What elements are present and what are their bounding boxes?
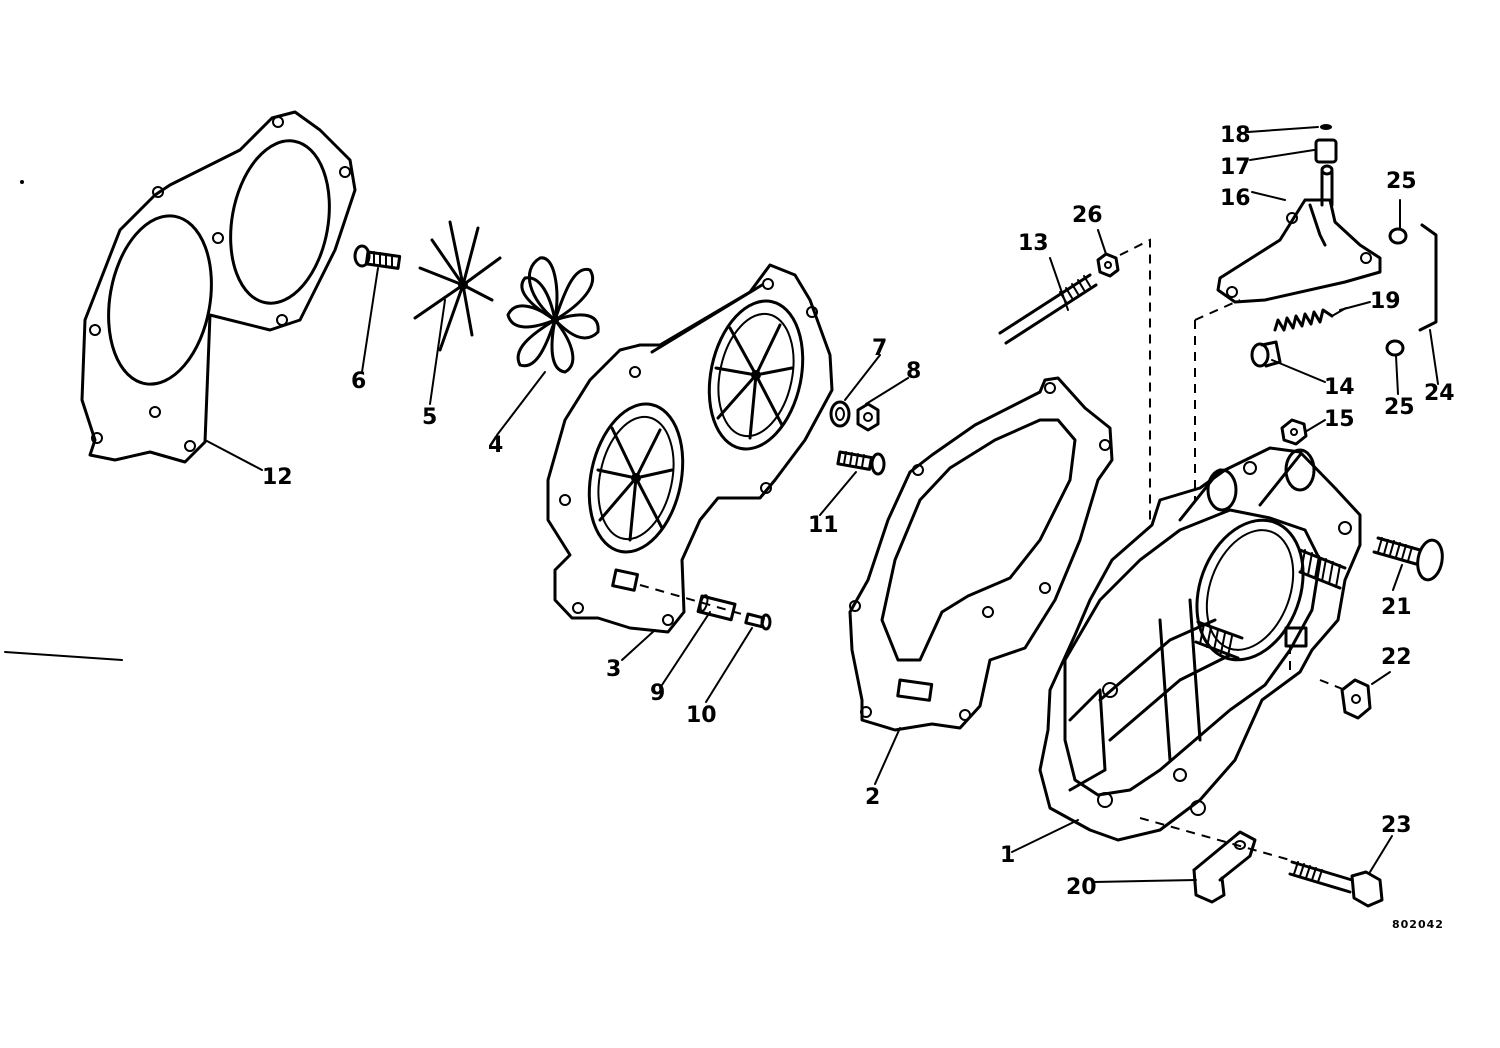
- part-21-screw: [1372, 536, 1444, 582]
- callout-15: 15: [1324, 407, 1355, 432]
- callout-25-lower: 25: [1384, 395, 1415, 420]
- callout-24: 24: [1424, 381, 1455, 406]
- part-16-bracket-arm: [1216, 164, 1382, 304]
- callout-25-upper: 25: [1386, 169, 1417, 194]
- callout-4: 4: [488, 433, 503, 458]
- part-15-nut: [1280, 418, 1308, 446]
- callout-1: 1: [1000, 843, 1015, 868]
- callout-19: 19: [1370, 289, 1401, 314]
- part-20-clamp: [1192, 830, 1257, 904]
- part-8-nut: [856, 402, 880, 432]
- callout-22: 22: [1381, 645, 1412, 670]
- callout-12: 12: [262, 465, 293, 490]
- scan-artifact-line: [4, 651, 123, 661]
- part-11-screw: [836, 450, 886, 476]
- part-12-gasket: [80, 110, 357, 464]
- part-1-housing: [1038, 446, 1362, 842]
- callout-18: 18: [1220, 123, 1251, 148]
- callout-6: 6: [351, 369, 366, 394]
- part-17-bushing: [1314, 138, 1338, 164]
- part-24-link-rod: [1418, 223, 1438, 332]
- housing-spring-upper: [1298, 548, 1347, 590]
- leader-lines: [204, 126, 1439, 883]
- part-14-pin: [1250, 340, 1282, 368]
- callout-9: 9: [650, 681, 665, 706]
- part-19-spring: [1273, 307, 1347, 332]
- part-5-valve-star: [413, 220, 502, 352]
- callout-26: 26: [1072, 203, 1103, 228]
- part-23-bolt: [1288, 860, 1384, 908]
- part-9-sleeve: [696, 594, 737, 622]
- part-4-valve-disc: [506, 256, 600, 374]
- part-25-grommet-upper: [1388, 227, 1408, 245]
- callout-11: 11: [808, 513, 839, 538]
- part-10-screw: [744, 612, 772, 631]
- callout-labels: 1 2 3 4 5 6 7 8 9 10 11 12 13 14 15 16 1…: [262, 123, 1455, 900]
- callout-8: 8: [906, 359, 921, 384]
- callout-13: 13: [1018, 231, 1049, 256]
- figure-number: 802042: [1392, 918, 1444, 931]
- part-13-stud: [998, 273, 1098, 345]
- scan-artifact-dot: [20, 180, 24, 184]
- callout-3: 3: [606, 657, 621, 682]
- callout-16: 16: [1220, 186, 1251, 211]
- callout-14: 14: [1324, 375, 1355, 400]
- part-18-clip: [1320, 124, 1332, 130]
- part-22-nut: [1340, 678, 1372, 720]
- callout-7: 7: [872, 336, 887, 361]
- housing-spring-lower: [1194, 620, 1244, 660]
- callout-10: 10: [686, 703, 717, 728]
- part-7-lockwasher: [829, 400, 851, 428]
- part-2-gasket: [848, 376, 1114, 732]
- callout-23: 23: [1381, 813, 1412, 838]
- callout-21: 21: [1381, 595, 1412, 620]
- part-25-grommet-lower: [1385, 339, 1405, 357]
- callout-2: 2: [865, 785, 880, 810]
- callout-17: 17: [1220, 155, 1251, 180]
- part-3-pump-body: [546, 263, 834, 634]
- part-6-screw: [353, 244, 402, 270]
- callout-5: 5: [422, 405, 437, 430]
- callout-20: 20: [1066, 875, 1097, 900]
- part-26-nut: [1096, 252, 1120, 278]
